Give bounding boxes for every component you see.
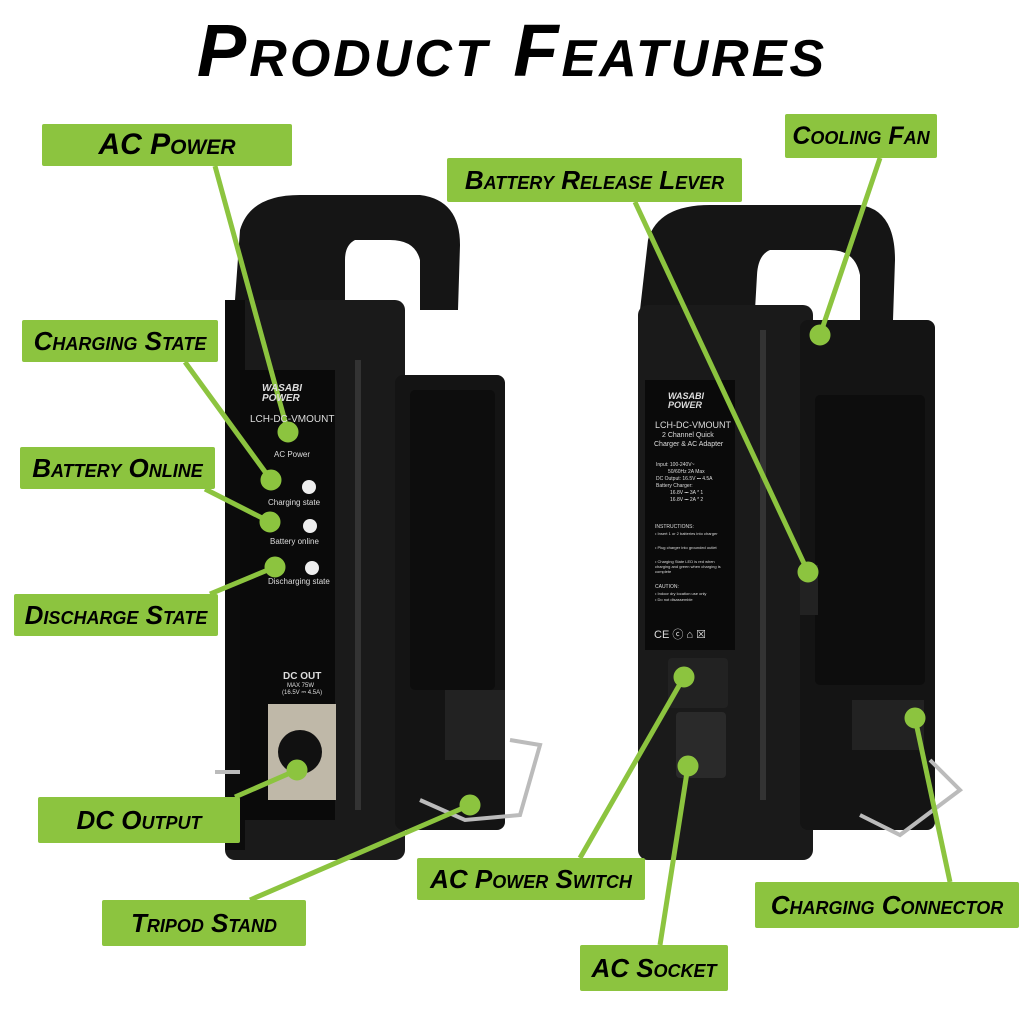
callout-discharge-state: Discharge State [14,594,218,636]
callout-ac-socket: AC Socket [580,945,728,991]
caution-line: • Do not disassemble [655,597,693,602]
callout-battery-online: Battery Online [20,447,215,489]
instruction-line: • Charging State LED is red when chargin… [655,559,721,574]
led-label-ac-power: AC Power [274,450,311,459]
instruction-line: • Plug charger into grounded outlet [655,545,717,550]
page-title: Product Features [196,9,828,92]
callout-ac-power: AC Power [42,124,292,166]
left-model-label: LCH-DC-VMOUNT [250,414,335,425]
callout-tripod-stand: Tripod Stand [102,900,306,946]
right-model-label: LCH-DC-VMOUNT [655,420,731,430]
callout-cooling-fan: Cooling Fan [785,114,937,158]
certification-marks: CE ⓒ ⌂ ☒ [654,629,706,641]
led-label-discharging: Discharging state [268,577,330,586]
spec-line: DC Output: 16.5V ⎓ 4.5A [656,476,713,482]
dc-out-label: DC OUT [283,671,322,682]
callout-battery-release-lever: Battery Release Lever [447,158,742,202]
callout-charging-connector: Charging Connector [755,882,1019,928]
desc-line: Charger & AC Adapter [654,441,724,448]
spec-line: Battery Charger: [656,483,693,489]
right-brand-logo: WASABI POWER [668,391,704,410]
spec-line: 50/60Hz 2A Max [668,469,705,475]
callout-dc-output: DC Output [38,797,240,843]
caution-line: • Indoor dry location use only [655,591,707,596]
spec-line: 16.8V ⎓ 3A * 1 [670,490,704,496]
right-charger [638,205,964,860]
spec-line: 16.8V ⎓ 2A * 2 [670,497,704,503]
left-brand-logo: WASABI POWER [262,383,302,404]
led-label-charging: Charging state [268,498,321,507]
dc-spec-label: (16.5V ⎓ 4.5A) [282,690,323,696]
callout-ac-power-switch: AC Power Switch [417,858,645,900]
instruction-line: • Insert 1 or 2 batteries into charger [655,531,718,536]
callout-lines [182,157,953,946]
dc-max-label: MAX 75W [287,683,315,689]
callout-charging-state: Charging State [22,320,218,362]
spec-line: Input: 100-240V~ [656,462,695,468]
instructions-title: INSTRUCTIONS: [655,524,694,530]
caution-title: CAUTION: [655,584,679,590]
desc-line: 2 Channel Quick [662,432,714,439]
led-label-battery: Battery online [270,537,319,546]
